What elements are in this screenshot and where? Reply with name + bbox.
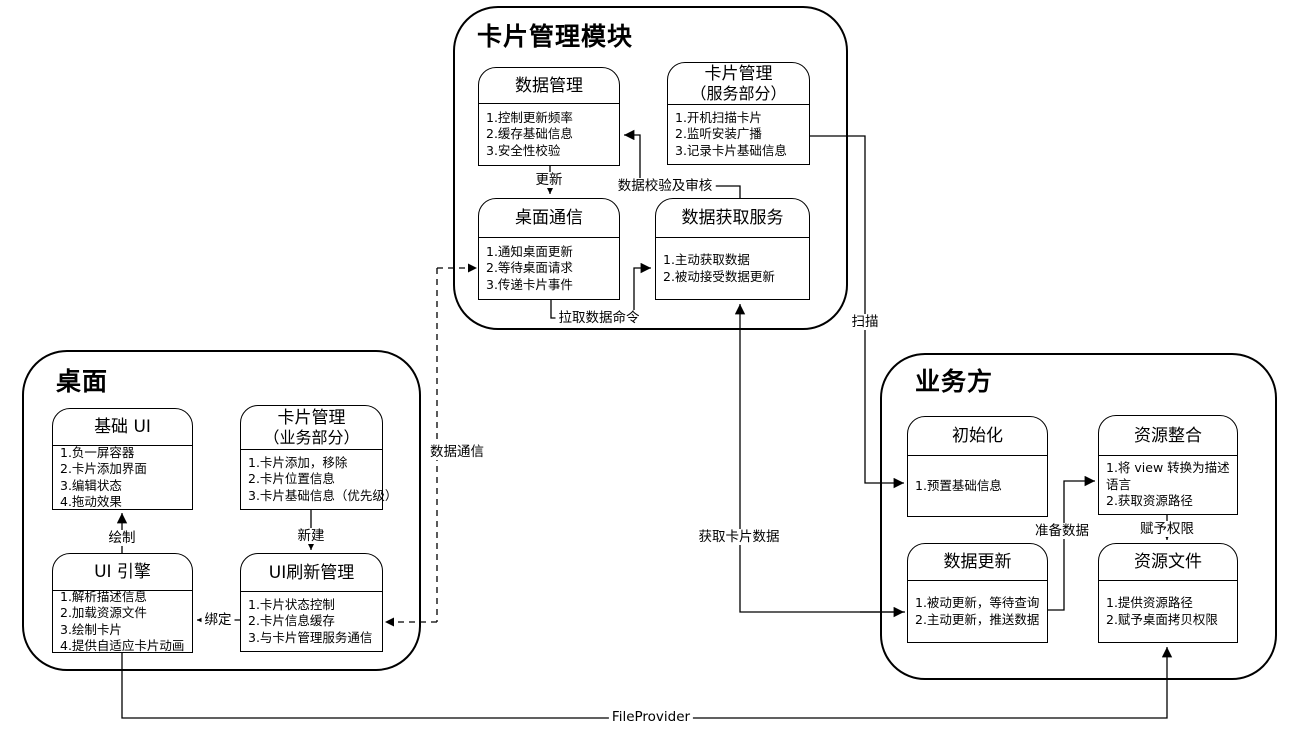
node-item: 1.主动获取数据 bbox=[663, 252, 750, 267]
node-item: 3.安全性校验 bbox=[486, 142, 561, 158]
node-item: 4.提供自适应卡片动画 bbox=[60, 638, 185, 653]
node-ui-engine: UI 引擎 1.解析描述信息 2.加载资源文件 3.绘制卡片 4.提供自适应卡片… bbox=[52, 553, 193, 653]
group-business-title: 业务方 bbox=[915, 367, 994, 396]
node-item: 1.提供资源路径 bbox=[1106, 595, 1193, 610]
node-title: 数据获取服务 bbox=[656, 199, 809, 238]
node-item: 1.解析描述信息 bbox=[60, 588, 147, 604]
node-item: 3.记录卡片基础信息 bbox=[675, 142, 787, 158]
node-item: 1.负一屏容器 bbox=[60, 444, 135, 460]
node-title: 数据管理 bbox=[479, 68, 619, 104]
edge-label-bind: 绑定 bbox=[201, 612, 235, 628]
group-desktop-title: 桌面 bbox=[56, 367, 109, 396]
node-item: 4.拖动效果 bbox=[60, 494, 122, 509]
edge-label-datacomm: 数据通信 bbox=[427, 444, 487, 460]
node-item: 3.编辑状态 bbox=[60, 477, 122, 493]
edge-label-prepare: 准备数据 bbox=[1032, 523, 1092, 539]
node-item: 2.获取资源路径 bbox=[1106, 493, 1193, 509]
node-item: 1.将 view 转换为描述语言 bbox=[1106, 460, 1230, 492]
node-data-update: 数据更新 1.被动更新，等待查询 2.主动更新，推送数据 bbox=[907, 543, 1048, 643]
node-ui-refresh-mgmt: UI刷新管理 1.卡片状态控制 2.卡片信息缓存 3.与卡片管理服务通信 bbox=[240, 553, 383, 652]
node-desktop-comm: 桌面通信 1.通知桌面更新 2.等待桌面请求 3.传递卡片事件 bbox=[478, 198, 620, 300]
node-title: 资源整合 bbox=[1099, 416, 1237, 456]
node-item: 2.等待桌面请求 bbox=[486, 260, 573, 276]
node-item: 2.卡片添加界面 bbox=[60, 461, 147, 476]
node-data-management: 数据管理 1.控制更新频率 2.缓存基础信息 3.安全性校验 bbox=[478, 67, 620, 166]
node-title: 资源文件 bbox=[1099, 544, 1237, 581]
node-item: 3.传递卡片事件 bbox=[486, 276, 573, 292]
node-item: 3.与卡片管理服务通信 bbox=[248, 629, 373, 645]
node-item: 1.卡片添加，移除 bbox=[248, 454, 348, 470]
node-item: 2.卡片位置信息 bbox=[248, 471, 335, 487]
node-item: 1.控制更新频率 bbox=[486, 109, 573, 125]
node-item: 2.主动更新，推送数据 bbox=[915, 611, 1040, 627]
node-init: 初始化 1.预置基础信息 bbox=[907, 416, 1048, 517]
edge-label-scan: 扫描 bbox=[848, 314, 882, 330]
edge-label-pull: 拉取数据命令 bbox=[555, 310, 643, 326]
edge-label-grant: 赋予权限 bbox=[1137, 521, 1197, 537]
node-data-fetch-service: 数据获取服务 1.主动获取数据 2.被动接受数据更新 bbox=[655, 198, 810, 300]
node-resource-integration: 资源整合 1.将 view 转换为描述语言 2.获取资源路径 bbox=[1098, 415, 1238, 515]
node-title-line2: （服务部分） bbox=[690, 83, 787, 103]
edge-label-create: 新建 bbox=[294, 528, 328, 544]
node-item: 2.被动接受数据更新 bbox=[663, 268, 775, 284]
node-title: 初始化 bbox=[908, 417, 1047, 456]
node-item: 2.监听安装广播 bbox=[675, 126, 762, 142]
node-item: 1.被动更新，等待查询 bbox=[915, 595, 1040, 610]
node-title: 卡片管理 （业务部分） bbox=[241, 406, 382, 450]
node-title: 卡片管理 （服务部分） bbox=[668, 63, 809, 105]
edge-label-getcard: 获取卡片数据 bbox=[695, 529, 783, 545]
node-title: 基础 UI bbox=[53, 409, 192, 446]
node-title: UI刷新管理 bbox=[241, 554, 382, 592]
edge-label-update: 更新 bbox=[532, 172, 566, 188]
node-resource-file: 资源文件 1.提供资源路径 2.赋予桌面拷贝权限 bbox=[1098, 543, 1238, 643]
node-title: 桌面通信 bbox=[479, 199, 619, 238]
node-item: 1.开机扫描卡片 bbox=[675, 109, 762, 125]
node-item: 3.绘制卡片 bbox=[60, 621, 122, 637]
node-item: 2.缓存基础信息 bbox=[486, 126, 573, 142]
node-item: 3.卡片基础信息（优先级） bbox=[248, 487, 398, 503]
node-card-mgmt-service: 卡片管理 （服务部分） 1.开机扫描卡片 2.监听安装广播 3.记录卡片基础信息 bbox=[667, 62, 810, 165]
node-title-line1: 卡片管理 bbox=[277, 407, 346, 428]
node-item: 2.卡片信息缓存 bbox=[248, 613, 335, 629]
node-item: 1.通知桌面更新 bbox=[486, 243, 573, 259]
node-item: 2.加载资源文件 bbox=[60, 605, 147, 620]
node-item: 1.卡片状态控制 bbox=[248, 596, 335, 612]
node-title-line2: （业务部分） bbox=[263, 427, 360, 447]
node-item: 2.赋予桌面拷贝权限 bbox=[1106, 611, 1218, 627]
edge-label-fileprovider: FileProvider bbox=[608, 709, 694, 725]
group-card-module-title: 卡片管理模块 bbox=[477, 22, 634, 51]
node-basic-ui: 基础 UI 1.负一屏容器 2.卡片添加界面 3.编辑状态 4.拖动效果 bbox=[52, 408, 193, 510]
node-title: 数据更新 bbox=[908, 544, 1047, 581]
node-card-mgmt-business: 卡片管理 （业务部分） 1.卡片添加，移除 2.卡片位置信息 3.卡片基础信息（… bbox=[240, 405, 398, 510]
node-title-line1: 卡片管理 bbox=[704, 63, 773, 84]
node-item: 1.预置基础信息 bbox=[915, 477, 1002, 493]
edge-label-verify: 数据校验及审核 bbox=[614, 178, 716, 194]
edge-label-draw: 绘制 bbox=[105, 530, 139, 546]
node-title: UI 引擎 bbox=[53, 554, 192, 591]
